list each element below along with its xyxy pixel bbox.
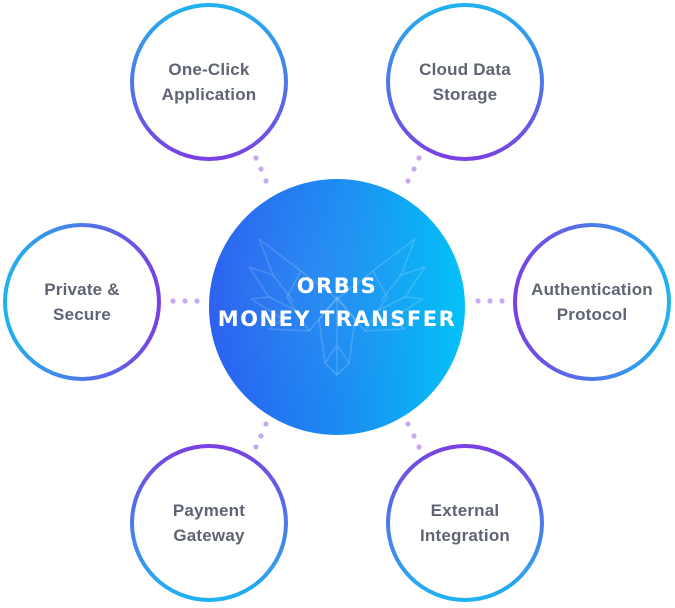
feature-node-external-integration: External Integration: [386, 444, 544, 602]
feature-node-label: One-Click Application: [161, 60, 257, 104]
connector-dot: [487, 298, 493, 304]
feature-node-cloud-data-storage: Cloud Data Storage: [386, 3, 544, 161]
connector-dot: [253, 444, 259, 450]
feature-node-private-secure: Private & Secure: [3, 223, 161, 381]
connector-dot: [416, 444, 422, 450]
feature-node-label: External Integration: [419, 501, 511, 545]
connector-dot: [258, 166, 264, 172]
feature-node-authentication-protocol: Authentication Protocol: [513, 223, 671, 381]
hub-title-line2: MONEY TRANSFER: [217, 307, 457, 331]
connector-dot: [405, 421, 411, 427]
center-hub: ORBIS MONEY TRANSFER: [209, 179, 465, 435]
connector-dot: [411, 433, 417, 439]
feature-node-label: Private & Secure: [44, 280, 120, 324]
connector-dot: [475, 298, 481, 304]
connector-dot: [182, 298, 188, 304]
connector-dot: [405, 178, 411, 184]
connector-dot: [253, 155, 259, 161]
connector-dot: [258, 433, 264, 439]
connector-dot: [416, 155, 422, 161]
connector-dot: [411, 166, 417, 172]
feature-node-label: Authentication Protocol: [531, 280, 653, 324]
connector-dot: [499, 298, 505, 304]
feature-node-label: Payment Gateway: [172, 501, 246, 545]
connector-dot: [263, 178, 269, 184]
feature-node-label: Cloud Data Storage: [419, 60, 511, 104]
feature-node-one-click-application: One-Click Application: [130, 3, 288, 161]
hub-title: ORBIS MONEY TRANSFER: [209, 270, 465, 336]
connector-dot: [263, 421, 269, 427]
eagle-emblem-icon: [248, 238, 426, 376]
hub-title-line1: ORBIS: [296, 274, 378, 298]
connector-dot: [194, 298, 200, 304]
connector-dot: [170, 298, 176, 304]
feature-node-payment-gateway: Payment Gateway: [130, 444, 288, 602]
